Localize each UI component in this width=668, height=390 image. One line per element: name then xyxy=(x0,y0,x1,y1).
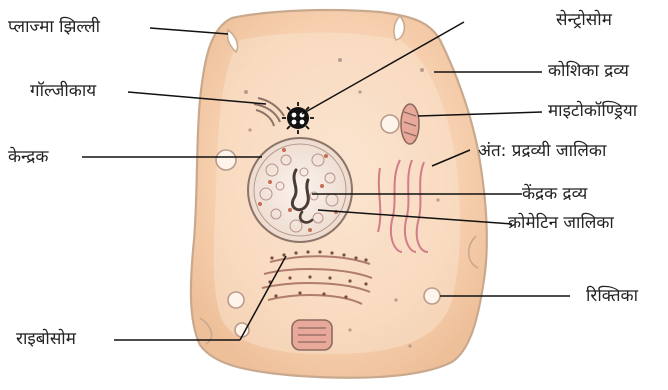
label-mitochondria: माइटोकॉण्ड्रिया xyxy=(548,101,637,121)
label-cytoplasm: कोशिका द्रव्य xyxy=(548,61,629,81)
label-nucleus: केन्द्रक xyxy=(8,147,48,167)
label-nucleoplasm: केंद्रक द्रव्य xyxy=(522,184,587,204)
label-centrosome: सेन्ट्रोसोम xyxy=(556,10,612,30)
label-er: अंत: प्रद्रव्यी जालिका xyxy=(478,141,606,161)
label-plasma-membrane: प्लाज्मा झिल्ली xyxy=(8,17,100,37)
nucleus-shape xyxy=(248,138,352,242)
label-golgi: गॉल्जीकाय xyxy=(30,81,96,101)
label-chromatin: क्रोमेटिन जालिका xyxy=(508,213,614,233)
label-ribosome: राइबोसोम xyxy=(16,329,76,349)
label-vacuole: रिक्तिका xyxy=(586,286,638,306)
